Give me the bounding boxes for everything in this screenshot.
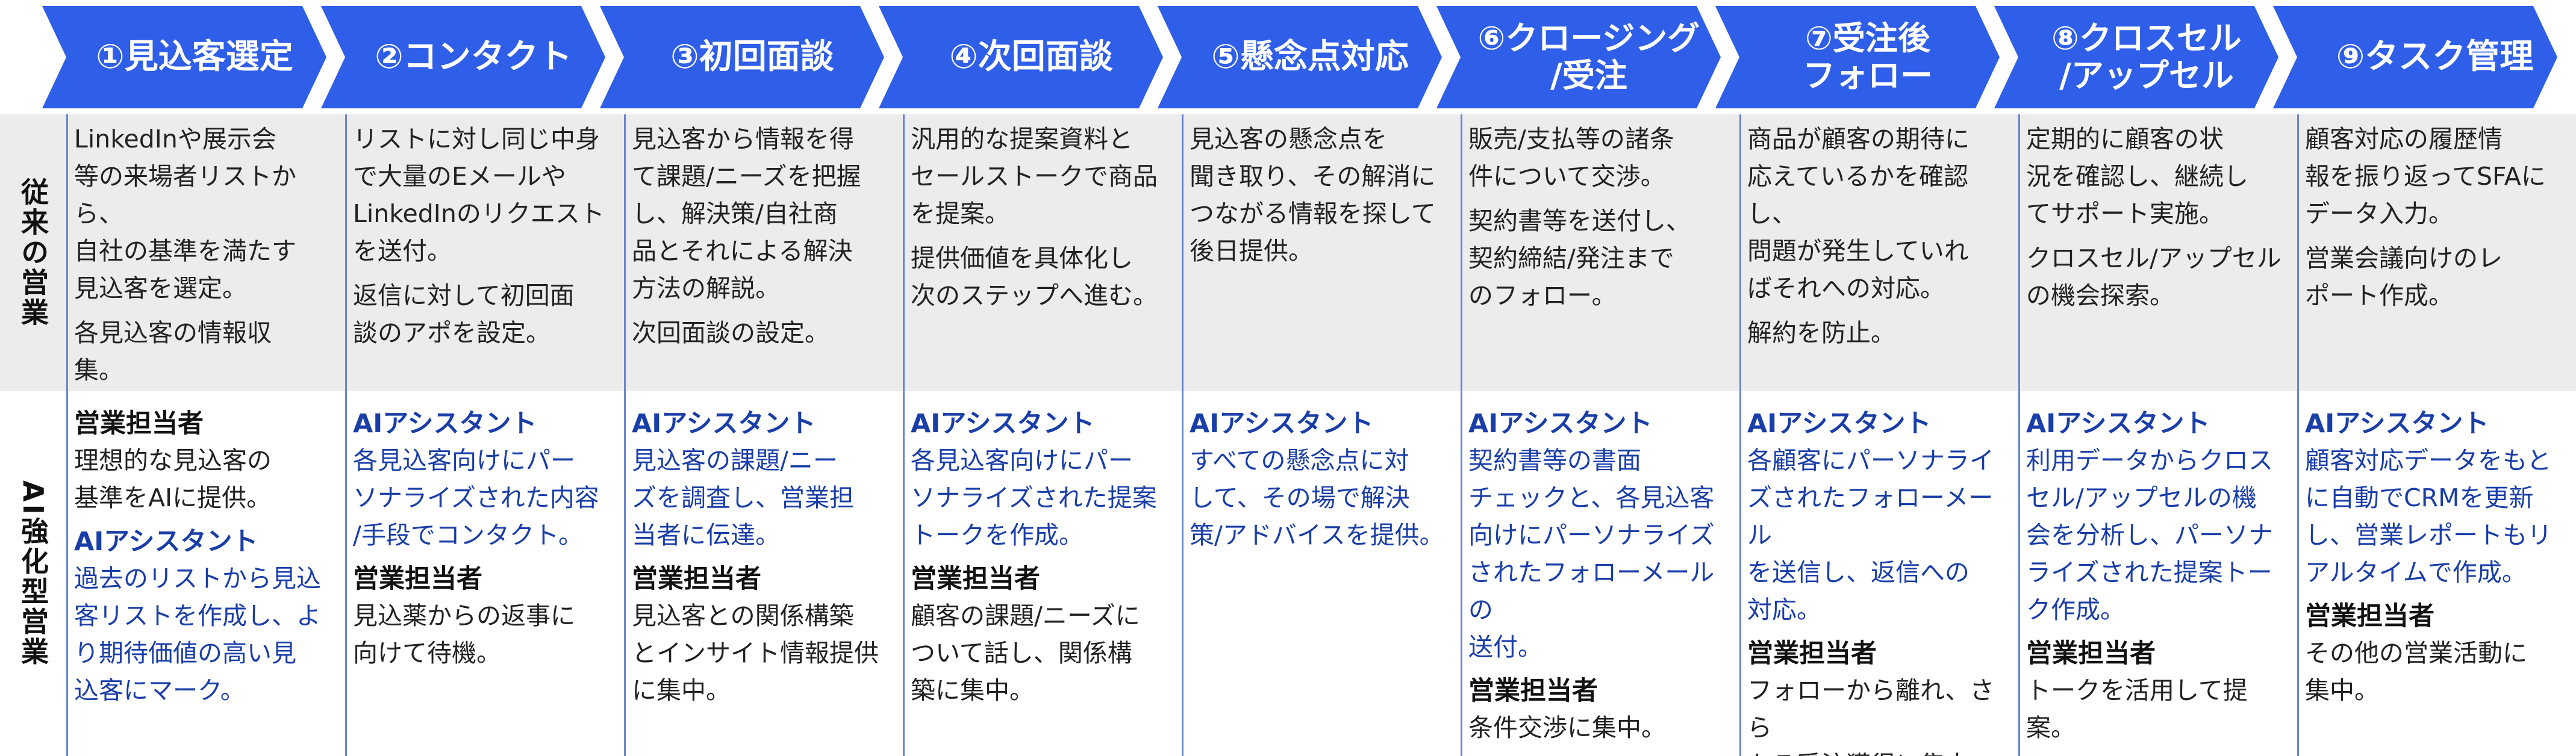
ai-assistant-task: 利用データからクロス セル/アップセルの機 会を分析し、パーソナ ライズされた提… (2026, 446, 2273, 624)
step-6: ⑥クロージング /受注 (1436, 6, 1721, 108)
traditional-cell-step-8: 定期的に顧客の状 況を確認し、継続し てサポート実施。クロスセル/アップセル の… (2018, 114, 2294, 391)
traditional-cell-step-3: 見込客から情報を得 て課題/ニーズを把握 し、解決策/自社商 品とそれによる解決… (624, 114, 899, 391)
sales-rep-task: その他の営業活動に 集中。 (2305, 639, 2527, 705)
ai-assistant-task: 各見込客向けにパー ソナライズされた内容 /手段でコンタクト。 (353, 446, 599, 550)
traditional-cell-step-1: LinkedInや展示会 等の来場者リストから、 自社の基準を満たす 見込客を選… (66, 114, 341, 391)
sales-rep-task: トークを活用して提案。 (2026, 676, 2248, 742)
sales-rep-role: 営業担当者 (2026, 639, 2156, 669)
step-5-label: ⑤懸念点対応 (1211, 37, 1409, 76)
sales-rep-role: 営業担当者 (911, 564, 1040, 594)
sales-rep-task: 顧客の課題/ニーズに ついて話し、関係構 築に集中。 (911, 601, 1140, 705)
ai-assistant-role: AIアシスタント (74, 527, 258, 557)
ai-cell-step-5: AIアシスタントすべての懸念点に対 して、その場で解決 策/アドバイスを提供。 (1182, 391, 1457, 756)
traditional-text: 見込客から情報を得 て課題/ニーズを把握 し、解決策/自社商 品とそれによる解決… (632, 125, 861, 303)
traditional-text: 次回面談の設定。 (632, 318, 829, 347)
sales-rep-role: 営業担当者 (2305, 601, 2434, 631)
ai-assistant-role: AIアシスタント (1190, 409, 1374, 439)
traditional-cell-step-9: 顧客対応の履歴情 報を振り返ってSFAに データ入力。営業会議向けのレ ポート作… (2297, 114, 2572, 391)
ai-cell-step-7: AIアシスタント各顧客にパーソナライ ズされたフォローメール を送信し、返信への… (1739, 391, 2015, 756)
sales-rep-role: 営業担当者 (353, 564, 482, 594)
ai-assistant-role: AIアシスタント (911, 409, 1095, 439)
traditional-text: リストに対し同じ中身 で大量のEメールや LinkedInのリクエスト を送付。 (353, 125, 605, 265)
step-7: ⑦受注後 フォロー (1715, 6, 2000, 108)
traditional-text: 定期的に顧客の状 況を確認し、継続し てサポート実施。 (2026, 125, 2248, 228)
row-label-ai-text: AI強化型営業 (17, 480, 49, 668)
ai-assistant-role: AIアシスタント (1468, 409, 1653, 439)
traditional-text: 解約を防止。 (1747, 318, 1895, 347)
step-2-label: ②コンタクト (375, 37, 572, 76)
traditional-cell-step-7: 商品が顧客の期待に 応えているかを確認し、 問題が発生していれ ばそれへの対応。… (1739, 114, 2015, 391)
ai-cell-step-1: 営業担当者理想的な見込客の 基準をAIに提供。 AIアシスタント過去のリストから見… (66, 391, 341, 756)
step-2: ②コンタクト (321, 6, 605, 108)
sales-rep-role: 営業担当者 (632, 564, 761, 594)
ai-cell-step-6: AIアシスタント契約書等の書面 チェックと、各見込客 向けにパーソナライズ され… (1461, 391, 1736, 756)
ai-assistant-task: 契約書等の書面 チェックと、各見込客 向けにパーソナライズ されたフォローメール… (1468, 446, 1715, 662)
traditional-cell-step-6: 販売/支払等の諸条 件について交渉。契約書等を送付し、 契約締結/発注まで のフ… (1461, 114, 1736, 391)
traditional-text: クロスセル/アップセル の機会探索。 (2026, 244, 2281, 310)
traditional-text: 商品が顧客の期待に 応えているかを確認し、 問題が発生していれ ばそれへの対応。 (1747, 125, 1969, 303)
ai-assistant-task: 過去のリストから見込 客リストを作成し、よ り期待価値の高い見 込客にマーク。 (74, 564, 321, 705)
sales-rep-role: 営業担当者 (1747, 639, 1877, 669)
traditional-text: 汎用的な提案資料と セールストークで商品 を提案。 (911, 125, 1158, 228)
step-7-label: ⑦受注後 フォロー (1803, 19, 1933, 94)
ai-assistant-task: 各見込客向けにパー ソナライズされた提案 トークを作成。 (911, 446, 1157, 550)
traditional-text: 営業会議向けのレ ポート作成。 (2305, 244, 2503, 310)
ai-assistant-role: AIアシスタント (2305, 409, 2489, 439)
sales-rep-task: フォローから離れ、さら なる受注獲得に集中。 (1747, 676, 1995, 756)
sales-rep-task: 見込客との関係構築 とインサイト情報提供 に集中。 (632, 601, 879, 705)
step-4: ④次回面談 (879, 6, 1163, 108)
ai-row-background (66, 391, 2576, 756)
step-8: ⑧クロスセル /アップセル (1994, 6, 2278, 108)
step-1: ①見込客選定 (42, 6, 326, 108)
traditional-cell-step-5: 見込客の懸念点を 聞き取り、その解消に つながる情報を探して 後日提供。 (1182, 114, 1457, 391)
traditional-text: 返信に対して初回面 談のアポを設定。 (353, 281, 575, 347)
ai-cell-step-8: AIアシスタント利用データからクロス セル/アップセルの機 会を分析し、パーソナ… (2018, 391, 2294, 756)
sales-rep-task: 見込薬からの返事に 向けて待機。 (353, 601, 575, 668)
step-1-label: ①見込客選定 (96, 37, 293, 76)
step-6-label: ⑥クロージング /受注 (1477, 19, 1700, 94)
traditional-text: 契約書等を送付し、 契約締結/発注まで のフォロー。 (1468, 206, 1691, 310)
ai-assistant-role: AIアシスタント (632, 409, 816, 439)
sales-rep-task: 理想的な見込客の 基準をAIに提供。 (74, 446, 272, 512)
ai-cell-step-4: AIアシスタント各見込客向けにパー ソナライズされた提案 トークを作成。営業担当… (903, 391, 1178, 756)
ai-cell-step-3: AIアシスタント見込客の課題/ニー ズを調査し、営業担 当者に伝達。営業担当者見… (624, 391, 899, 756)
traditional-text: 提供価値を具体化し 次のステップへ進む。 (911, 244, 1158, 310)
row-label-traditional-text: 従来の営業 (17, 178, 49, 328)
step-9-label: ⑨タスク管理 (2336, 37, 2534, 76)
traditional-text: 見込客の懸念点を 聞き取り、その解消に つながる情報を探して 後日提供。 (1190, 125, 1436, 265)
traditional-text: 各見込客の情報収 集。 (74, 318, 272, 385)
process-step-header: ①見込客選定 ②コンタクト ③初回面談 ④次回面談 ⑤懸念点対応 ⑥クロージング /受注 ⑦… (0, 0, 2576, 114)
ai-assistant-role: AIアシスタント (353, 409, 537, 439)
step-4-label: ④次回面談 (949, 37, 1113, 76)
ai-assistant-task: すべての懸念点に対 して、その場で解決 策/アドバイスを提供。 (1190, 446, 1444, 550)
row-label-ai: AI強化型営業 (0, 391, 66, 756)
ai-assistant-role: AIアシスタント (2026, 409, 2210, 439)
traditional-row-background (66, 114, 2576, 391)
traditional-text: 販売/支払等の諸条 件について交渉。 (1468, 125, 1674, 191)
sales-rep-role: 営業担当者 (1468, 676, 1598, 706)
ai-assistant-task: 各顧客にパーソナライ ズされたフォローメール を送信し、返信への 対応。 (1747, 446, 1994, 624)
traditional-cell-step-2: リストに対し同じ中身 で大量のEメールや LinkedInのリクエスト を送付。… (345, 114, 620, 391)
step-5: ⑤懸念点対応 (1158, 6, 1442, 108)
step-3: ③初回面談 (600, 6, 884, 108)
traditional-text: LinkedInや展示会 等の来場者リストから、 自社の基準を満たす 見込客を選… (74, 125, 296, 303)
step-3-label: ③初回面談 (670, 37, 834, 76)
ai-assistant-role: AIアシスタント (1747, 409, 1932, 439)
traditional-text: 顧客対応の履歴情 報を振り返ってSFAに データ入力。 (2305, 125, 2546, 228)
traditional-cell-step-4: 汎用的な提案資料と セールストークで商品 を提案。提供価値を具体化し 次のステッ… (903, 114, 1178, 391)
ai-cell-step-2: AIアシスタント各見込客向けにパー ソナライズされた内容 /手段でコンタクト。営… (345, 391, 620, 756)
sales-rep-task: 条件交渉に集中。 (1468, 713, 1666, 742)
sales-rep-role: 営業担当者 (74, 409, 204, 439)
step-8-label: ⑧クロスセル /アップセル (2051, 19, 2242, 94)
row-label-traditional: 従来の営業 (0, 114, 66, 391)
ai-cell-step-9: AIアシスタント顧客対応データをもと に自動でCRMを更新 し、営業レポートもリ… (2297, 391, 2572, 756)
ai-assistant-task: 顧客対応データをもと に自動でCRMを更新 し、営業レポートもリ アルタイムで作… (2305, 446, 2552, 587)
ai-assistant-task: 見込客の課題/ニー ズを調査し、営業担 当者に伝達。 (632, 446, 854, 550)
step-9: ⑨タスク管理 (2273, 6, 2557, 108)
